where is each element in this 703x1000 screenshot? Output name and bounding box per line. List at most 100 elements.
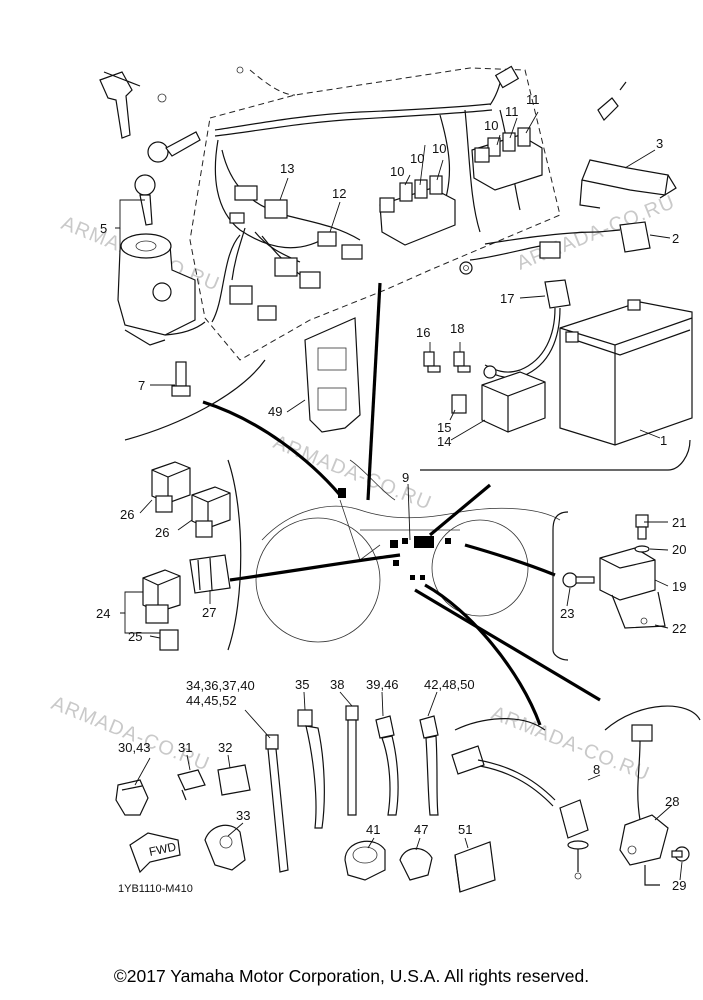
main-switch-5 xyxy=(117,233,196,346)
relay-26a xyxy=(151,461,191,513)
cable-tie-42 xyxy=(419,715,439,816)
harness-outline xyxy=(189,66,561,361)
cable-tie-35 xyxy=(297,709,325,829)
socket-27 xyxy=(189,554,231,594)
relay-26b xyxy=(191,486,231,538)
callout-28: 28 xyxy=(665,794,679,809)
cable-tie-39 xyxy=(375,715,399,816)
callout-18: 18 xyxy=(450,321,464,336)
callout-3: 3 xyxy=(656,136,663,151)
callout-20: 20 xyxy=(672,542,686,557)
callout-labels: 1 2 3 5 7 8 9 10 10 10 10 11 11 12 13 14… xyxy=(96,92,686,893)
callout-10a: 10 xyxy=(390,164,404,179)
callout-14: 14 xyxy=(437,434,451,449)
callout-10d: 10 xyxy=(484,118,498,133)
callout-11b: 11 xyxy=(526,92,540,107)
bolt-18 xyxy=(453,351,471,373)
clamp-32 xyxy=(217,764,251,796)
callout-7: 7 xyxy=(138,378,145,393)
callout-16: 16 xyxy=(416,325,430,340)
diagram-code: 1YB1110-M410 xyxy=(118,883,193,895)
callout-23: 23 xyxy=(560,606,574,621)
callout-22: 22 xyxy=(672,621,686,636)
unit-19 xyxy=(599,547,666,629)
clamp-31 xyxy=(177,769,206,801)
ground-terminal xyxy=(459,261,473,275)
key-set xyxy=(99,71,201,226)
battery-lead-2 xyxy=(597,221,651,253)
battery-1 xyxy=(559,299,693,446)
connector-13 xyxy=(234,185,288,219)
fuse-box-11 xyxy=(471,127,543,191)
cable-tie-34 xyxy=(265,734,289,873)
callout-27: 27 xyxy=(202,605,216,620)
screw-7 xyxy=(171,361,191,397)
callout-19: 19 xyxy=(672,579,686,594)
callout-15: 15 xyxy=(437,420,451,435)
callout-10b: 10 xyxy=(410,151,424,166)
clamp-30 xyxy=(115,779,149,816)
callout-35: 35 xyxy=(295,677,309,692)
callout-8: 8 xyxy=(593,762,600,777)
relay-24 xyxy=(142,569,181,624)
battery-band-3 xyxy=(579,81,677,209)
positive-lead-17 xyxy=(484,279,571,379)
callout-38: 38 xyxy=(330,677,344,692)
callout-49: 49 xyxy=(268,404,282,419)
callout-32: 32 xyxy=(218,740,232,755)
bolt-23 xyxy=(562,572,595,588)
cable-tie-38 xyxy=(345,705,359,816)
callout-10c: 10 xyxy=(432,141,446,156)
wire-harness xyxy=(164,65,599,336)
bolt-29 xyxy=(671,846,690,862)
callout-1: 1 xyxy=(660,433,667,448)
callout-51: 51 xyxy=(458,822,472,837)
callout-47: 47 xyxy=(414,822,428,837)
callout-33: 33 xyxy=(236,808,250,823)
callout-30-43: 30,43 xyxy=(118,740,151,755)
connector-12 xyxy=(317,231,363,260)
callout-26a: 26 xyxy=(120,507,134,522)
fuse-box-10 xyxy=(379,175,456,246)
callout-9: 9 xyxy=(402,470,409,485)
cable-connector xyxy=(539,241,561,259)
callout-13: 13 xyxy=(280,161,294,176)
watermark: ARMADA-CO.RU xyxy=(270,431,435,515)
watermark: ARMADA-CO.RU xyxy=(514,191,679,275)
bolt-16 xyxy=(423,351,441,373)
callout-29: 29 xyxy=(672,878,686,893)
callout-34-line1: 34,36,37,40 xyxy=(186,678,255,693)
group-brackets xyxy=(124,359,701,731)
switch-8 xyxy=(451,745,589,880)
washer-20 xyxy=(634,545,650,553)
callout-12: 12 xyxy=(332,186,346,201)
clamp-33 xyxy=(204,824,246,871)
clamp-41 xyxy=(344,840,386,881)
callout-41: 41 xyxy=(366,822,380,837)
leader-lines xyxy=(115,111,683,881)
callout-21: 21 xyxy=(672,515,686,530)
starter-relay-15 xyxy=(451,365,546,433)
socket-25 xyxy=(159,629,179,651)
callout-42-48-50: 42,48,50 xyxy=(424,677,475,692)
callout-2: 2 xyxy=(672,231,679,246)
callout-24: 24 xyxy=(96,606,110,621)
heavy-leader-lines xyxy=(202,282,601,726)
sleeve-51 xyxy=(454,841,496,893)
fwd-arrow-icon: FWD xyxy=(129,832,181,874)
copyright-notice: ©2017 Yamaha Motor Corporation, U.S.A. A… xyxy=(113,966,590,986)
fwd-label: FWD xyxy=(148,839,178,858)
panel-49 xyxy=(304,317,361,433)
callout-26b: 26 xyxy=(155,525,169,540)
callout-5: 5 xyxy=(100,221,107,236)
callout-11a: 11 xyxy=(505,104,519,119)
callout-31: 31 xyxy=(178,740,192,755)
harness-connectors xyxy=(229,212,321,321)
bolt-21 xyxy=(635,514,649,540)
callout-34-line2: 44,45,52 xyxy=(186,693,237,708)
clamp-47 xyxy=(399,847,433,881)
callout-25: 25 xyxy=(128,629,142,644)
callout-17: 17 xyxy=(500,291,514,306)
sensor-28 xyxy=(619,724,669,886)
